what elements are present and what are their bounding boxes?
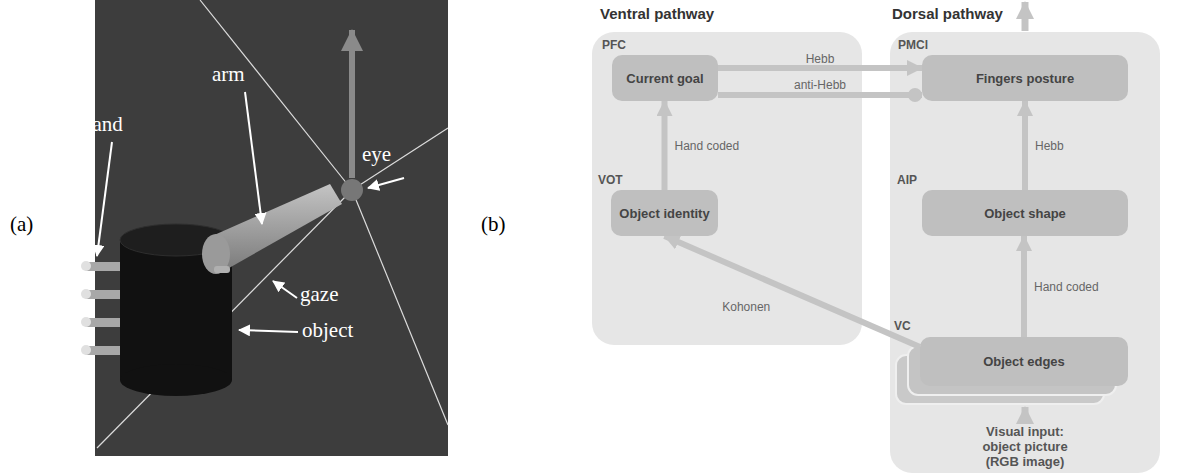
module-name: Current goal	[618, 71, 711, 86]
scene-lines	[97, 0, 448, 448]
panel-letter: (a)	[10, 212, 33, 237]
module-name: Object identity	[611, 206, 717, 221]
learning-rule-label: anti-Hebb	[794, 78, 846, 92]
pathway-panel-fill	[890, 32, 1160, 473]
pathway-title: Dorsal pathway	[892, 5, 1003, 22]
inhibitory-connection	[718, 92, 922, 98]
area-label: PFC	[602, 38, 626, 52]
scene-background	[95, 0, 448, 456]
eye-axis-arrow	[349, 30, 355, 178]
connection-arrow	[662, 101, 668, 190]
connection-arrow	[1021, 236, 1027, 337]
pathway-panel: Dorsal pathwayPMClFingers postureAIPObje…	[890, 32, 1160, 473]
module-box: VOTObject identity	[611, 190, 718, 236]
callout-arrows	[97, 92, 404, 332]
part-label: arm	[212, 62, 245, 87]
pathway-panel-fill	[592, 32, 862, 345]
area-label: AIP	[897, 173, 917, 187]
module-box: PMClFingers posture	[922, 55, 1128, 101]
connection-arrow	[1022, 101, 1028, 190]
part-label: eye	[362, 142, 391, 167]
arm	[202, 184, 342, 274]
input-note: Visual input: object picture (RGB image)	[970, 424, 1080, 469]
area-label: VOT	[598, 173, 623, 187]
module-box: AIPObject shape	[922, 190, 1128, 236]
module-name: Object shape	[976, 206, 1074, 221]
connection-arrow	[665, 236, 921, 347]
eye-sphere	[341, 179, 363, 201]
input-arrow	[1022, 407, 1029, 421]
part-label: object	[302, 318, 353, 343]
learning-rule-label: Hebb	[1035, 139, 1064, 153]
panel-letter: (b)	[481, 212, 506, 237]
learning-rule-label: Kohonen	[722, 300, 770, 314]
output-arrow	[1022, 2, 1029, 31]
part-label: hand	[82, 112, 123, 137]
learning-rule-label: Hebb	[806, 52, 835, 66]
module-name: Fingers posture	[968, 71, 1082, 86]
area-label: PMCl	[898, 38, 928, 52]
module-box: VCObject edges	[920, 337, 1128, 386]
learning-rule-label: Hand coded	[1034, 280, 1099, 294]
module-name: Object edges	[975, 354, 1073, 369]
pathway-title: Ventral pathway	[600, 5, 714, 22]
module-box: PFCCurrent goal	[612, 55, 718, 101]
part-label: gaze	[300, 282, 338, 307]
object-cylinder	[120, 224, 232, 396]
area-label: VC	[894, 319, 911, 333]
learning-rule-label: Hand coded	[675, 139, 740, 153]
